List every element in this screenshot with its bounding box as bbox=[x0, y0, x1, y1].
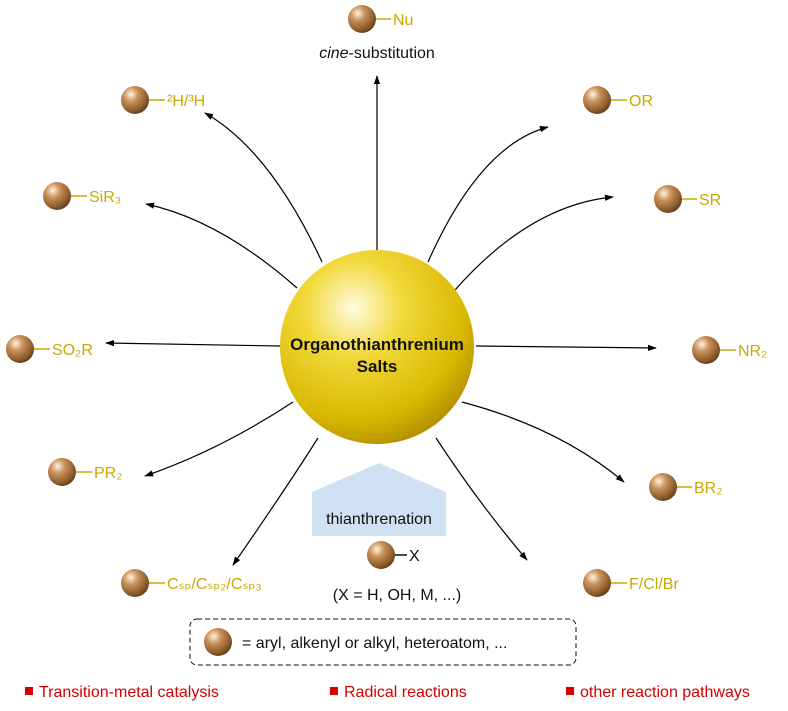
arrow-to-csp bbox=[232, 437, 319, 566]
product-sir3: SiR₃ bbox=[43, 182, 121, 210]
arrow-to-so2r bbox=[105, 339, 281, 347]
arrow-to-sr bbox=[454, 194, 614, 291]
label-hydrogen: ²H/³H bbox=[167, 93, 205, 110]
definition-box: = aryl, alkenyl or alkyl, heteroatom, ..… bbox=[189, 618, 577, 666]
label-or: OR bbox=[629, 93, 653, 110]
arrow-to-nr2 bbox=[475, 344, 657, 352]
label-nu: Nu bbox=[393, 12, 413, 29]
label-br2: BR₂ bbox=[694, 480, 722, 497]
label-pr2: PR₂ bbox=[94, 465, 122, 482]
product-carbon: Cₛₚ/Cₛₚ₂/Cₛₚ₃ bbox=[121, 569, 262, 597]
reaction-arrows bbox=[105, 75, 657, 566]
product-so2r: SO₂R bbox=[6, 335, 93, 363]
x-definition: (X = H, OH, M, ...) bbox=[333, 587, 461, 604]
label-so2r: SO₂R bbox=[52, 342, 93, 359]
arrow-to-halogen bbox=[435, 437, 528, 561]
center-sphere: Organothianthrenium Salts bbox=[280, 250, 474, 444]
label-nr2: NR₂ bbox=[738, 343, 767, 360]
arrow-to-hydrogen bbox=[204, 112, 323, 263]
legend-radical: Radical reactions bbox=[330, 684, 467, 702]
label-sir3: SiR₃ bbox=[89, 189, 121, 206]
arrow-to-or bbox=[427, 126, 549, 263]
legend-label: other reaction pathways bbox=[580, 684, 750, 701]
product-nr2: NR₂ bbox=[692, 336, 767, 364]
center-label-line1: Organothianthrenium bbox=[290, 335, 464, 354]
product-nu: Nu cine-substitution bbox=[319, 5, 435, 62]
legend-label: Radical reactions bbox=[344, 684, 467, 701]
legend-square-icon bbox=[566, 687, 574, 695]
arrow-to-sir3 bbox=[145, 202, 298, 289]
legend-other: other reaction pathways bbox=[566, 684, 750, 702]
product-hydrogen-isotopes: ²H/³H bbox=[121, 86, 205, 114]
thianthrenation-label: thianthrenation bbox=[326, 511, 432, 528]
label-halogen: F/Cl/Br bbox=[629, 576, 679, 593]
product-halogen: F/Cl/Br bbox=[583, 569, 679, 597]
legend-square-icon bbox=[330, 687, 338, 695]
product-br2: BR₂ bbox=[649, 473, 722, 501]
product-pr2: PR₂ bbox=[48, 458, 122, 486]
center-label-line2: Salts bbox=[357, 357, 398, 376]
product-sr: SR bbox=[654, 185, 721, 213]
product-or: OR bbox=[583, 86, 653, 114]
label-sr: SR bbox=[699, 192, 721, 209]
legend-transition-metal: Transition-metal catalysis bbox=[25, 684, 219, 702]
arrow-to-br2 bbox=[461, 401, 625, 483]
ball-definition: = aryl, alkenyl or alkyl, heteroatom, ..… bbox=[242, 635, 507, 652]
thianthrenation-arrow: thianthrenation bbox=[312, 463, 446, 536]
cine-substitution-label: cine-substitution bbox=[319, 45, 435, 62]
arrow-to-pr2 bbox=[144, 401, 294, 477]
label-carbon: Cₛₚ/Cₛₚ₂/Cₛₚ₃ bbox=[167, 576, 262, 593]
legend-square-icon bbox=[25, 687, 33, 695]
legend-label: Transition-metal catalysis bbox=[39, 684, 219, 701]
starting-material: X (X = H, OH, M, ...) bbox=[333, 541, 461, 604]
label-x: X bbox=[409, 548, 420, 565]
